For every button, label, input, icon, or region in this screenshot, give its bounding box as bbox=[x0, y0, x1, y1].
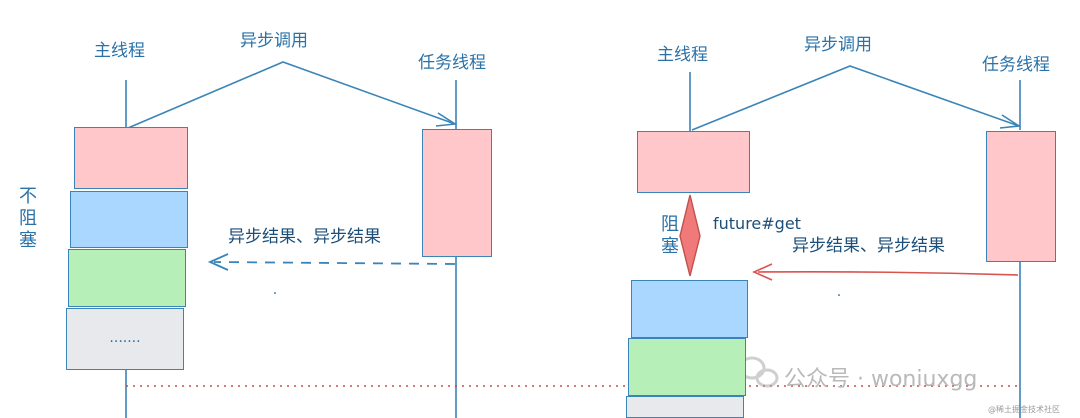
right-task-red-block bbox=[986, 131, 1056, 262]
left-dashed-return bbox=[213, 261, 456, 265]
left-async-call-arrowhead bbox=[435, 112, 458, 127]
left-non-blocking-3: 塞 bbox=[19, 230, 37, 251]
blocking-diamond bbox=[679, 194, 701, 277]
right-main-gray-block bbox=[626, 396, 744, 418]
future-get-label: future#get bbox=[713, 214, 801, 233]
right-blocking-1: 阻 bbox=[661, 214, 679, 235]
left-non-blocking-1: 不 bbox=[19, 186, 37, 207]
right-blocking-2: 塞 bbox=[661, 236, 679, 257]
left-task-thread-label: 任务线程 bbox=[418, 53, 486, 73]
left-ellipsis: ....... bbox=[109, 330, 141, 346]
left-async-call-line bbox=[127, 61, 456, 129]
left-async-result-label: 异步结果、异步结果 bbox=[228, 227, 381, 247]
left-dashed-arrowhead bbox=[207, 253, 229, 271]
right-dot: . bbox=[836, 284, 842, 300]
right-red-return bbox=[757, 271, 1019, 276]
watermark-label: 公众号 · woniuxgg bbox=[784, 367, 978, 392]
left-main-gray-block bbox=[66, 308, 184, 370]
right-red-arrowhead bbox=[752, 263, 773, 281]
left-main-thread-label: 主线程 bbox=[94, 41, 145, 61]
right-async-result-label: 异步结果、异步结果 bbox=[792, 236, 945, 256]
left-main-red-block bbox=[74, 127, 188, 189]
left-main-green-block bbox=[68, 249, 186, 307]
left-non-blocking-2: 阻 bbox=[19, 208, 37, 229]
left-main-blue-block bbox=[70, 191, 188, 248]
right-async-call-arrowhead bbox=[999, 114, 1022, 129]
left-dot: . bbox=[272, 282, 278, 298]
watermark-site: @稀土掘金技术社区 bbox=[988, 405, 1060, 414]
left-async-call-label: 异步调用 bbox=[240, 31, 308, 51]
right-main-green-block bbox=[628, 338, 746, 396]
right-main-blue-block bbox=[631, 280, 748, 338]
right-main-red-block bbox=[637, 131, 750, 193]
right-task-thread-label: 任务线程 bbox=[982, 55, 1050, 75]
right-async-call-line bbox=[691, 65, 1020, 131]
right-async-call-label: 异步调用 bbox=[804, 35, 872, 55]
right-main-thread-label: 主线程 bbox=[657, 45, 708, 65]
left-task-red-block bbox=[422, 129, 492, 257]
